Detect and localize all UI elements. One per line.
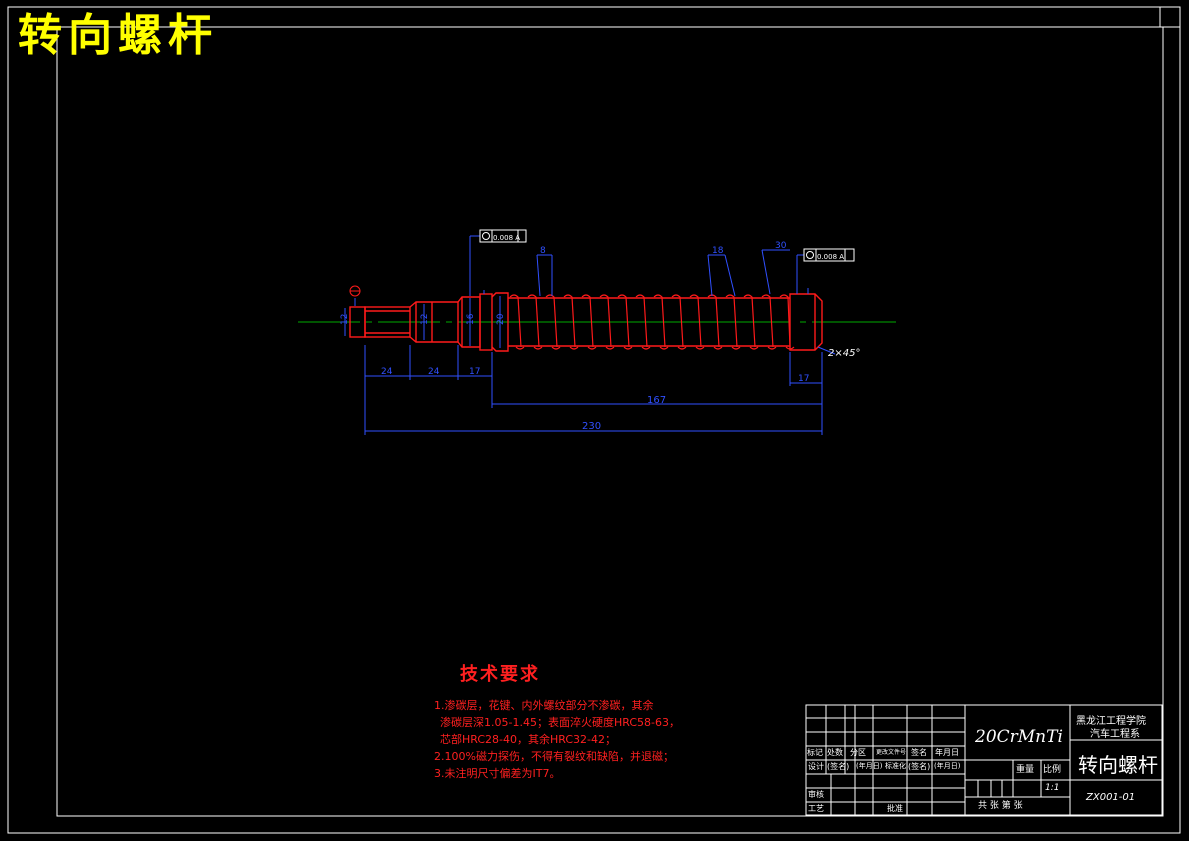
tb-count: 处数	[827, 748, 843, 757]
tb-standardize: 标准化	[885, 762, 906, 770]
department-name: 汽车工程系	[1090, 729, 1140, 740]
tb-design: 设计	[808, 762, 824, 771]
drawing-title: 转向螺杆	[18, 10, 218, 61]
tech-req-line-4: 2.100%磁力探伤，不得有裂纹和缺陷，并退磁；	[434, 750, 674, 763]
tb-date: 年月日	[935, 748, 959, 757]
tol-right: 0.008 A	[817, 253, 844, 261]
sheets-label: 共 张 第 张	[978, 801, 1023, 811]
thread-helix-path	[509, 294, 795, 350]
dim-d-third: 16	[466, 313, 476, 325]
tech-req-line-3: 芯部HRC28-40，其余HRC32-42；	[440, 733, 617, 746]
dim-d-left: 12	[340, 314, 350, 325]
dim-8: 8	[540, 246, 546, 256]
dim-167: 167	[647, 395, 666, 406]
tb-zone: 分区	[850, 748, 866, 757]
inner-frame	[56, 26, 1164, 817]
dim-24b: 24	[428, 367, 440, 377]
tech-req-line-1: 1.渗碳层，花键、内外螺纹部分不渗碳，其余	[434, 699, 654, 712]
tolerance-frames	[479, 229, 855, 262]
dim-total: 230	[582, 421, 601, 432]
weight-label: 重量	[1016, 765, 1035, 775]
dim-24a: 24	[381, 367, 393, 377]
drawing-number: ZX001-01	[1086, 792, 1136, 803]
corner-box	[1159, 6, 1181, 28]
tb-design-date: (年月日)	[856, 762, 883, 770]
tol-left: 0.008 A	[493, 234, 520, 242]
material-label: 20CrMnTi	[975, 727, 1063, 747]
tb-std-date: (年月日)	[934, 762, 961, 770]
scale-value: 1:1	[1045, 783, 1060, 793]
tb-approve: 批准	[887, 804, 903, 813]
dim-17b: 17	[798, 374, 809, 384]
part-name: 转向螺杆	[1078, 753, 1158, 777]
dim-d-second: 12	[420, 314, 430, 325]
screw-outline	[349, 292, 823, 352]
tb-std-sign: (签名)	[908, 762, 931, 771]
dim-17a: 17	[469, 367, 480, 377]
dim-18: 18	[712, 246, 724, 256]
tech-requirements-heading: 技术要求	[460, 664, 540, 685]
tb-review: 审核	[808, 790, 824, 799]
dim-chamfer: 2×45°	[828, 348, 860, 359]
school-name: 黑龙江工程学院	[1076, 716, 1146, 727]
datum-symbols	[349, 285, 361, 297]
tech-req-line-2: 渗碳层深1.05-1.45；表面淬火硬度HRC58-63，	[440, 716, 680, 729]
dimension-lines	[344, 235, 836, 435]
tb-change-doc: 更改文件号	[876, 749, 907, 756]
dim-d-thread: 20	[496, 313, 506, 325]
tb-mark: 标记	[807, 748, 823, 757]
tech-req-line-5: 3.未注明尺寸偏差为IT7。	[434, 767, 561, 780]
tb-signature: 签名	[911, 748, 927, 757]
tb-design-sign: (签名)	[827, 762, 850, 771]
tb-process: 工艺	[808, 804, 824, 813]
thread-helix	[509, 294, 795, 350]
scale-label: 比例	[1043, 765, 1062, 775]
dim-30: 30	[775, 241, 787, 251]
outer-frame	[7, 6, 1181, 834]
title-block-grid	[805, 704, 1163, 816]
